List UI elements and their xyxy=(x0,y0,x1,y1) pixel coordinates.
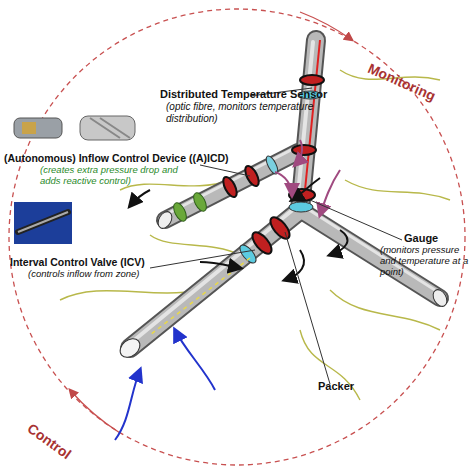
part-name: (Autonomous) Inflow Control Device ((A)I… xyxy=(4,152,264,164)
part-note: (controls inflow from zone) xyxy=(28,269,208,280)
inflow-arrows xyxy=(115,140,347,440)
icd-sections xyxy=(171,154,280,223)
part-note: (creates extra pressure drop and adds re… xyxy=(40,165,200,187)
fluid-boundaries xyxy=(60,70,450,400)
leader-lines xyxy=(150,88,402,384)
part-note: (monitors pressure and temperature at a … xyxy=(380,245,474,278)
part-name: Packer xyxy=(318,380,388,393)
control-label: Control xyxy=(25,420,107,474)
loop-arrow xyxy=(70,390,120,433)
part-name: Interval Control Valve (ICV) xyxy=(10,256,210,268)
optic-fibre xyxy=(304,40,320,200)
monitoring-label: Monitoring xyxy=(365,60,472,119)
flow-dashes xyxy=(150,258,250,335)
pipe-ends xyxy=(116,209,449,361)
part-name: Gauge xyxy=(404,232,472,245)
part-name: Distributed Temperature Sensor xyxy=(160,88,350,101)
part-note: (optic fibre, monitors temperature distr… xyxy=(166,101,346,124)
